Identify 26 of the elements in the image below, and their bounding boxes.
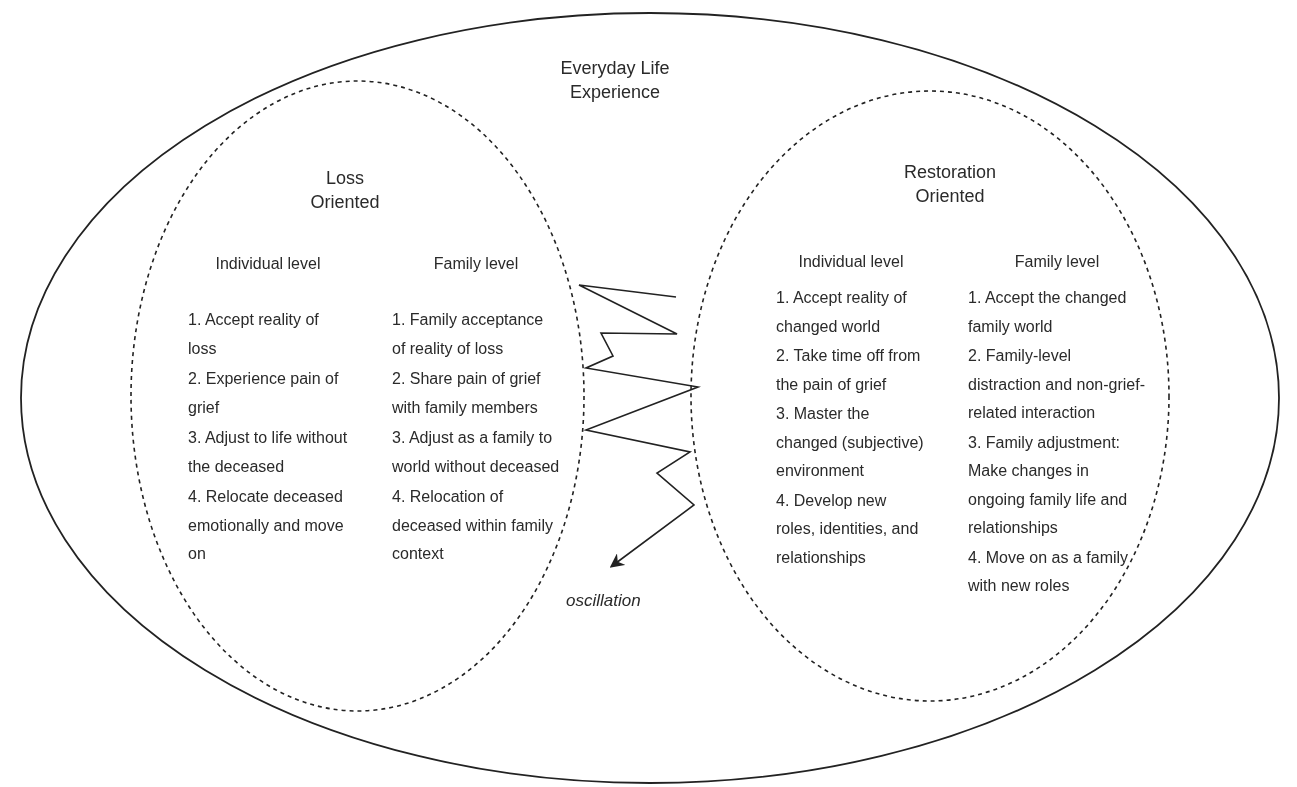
list-item: 4. Relocation of deceased within family context: [392, 487, 554, 564]
list-item: 3. Family adjustment: Make changes in ongoing family life and relationships: [968, 432, 1129, 538]
list-item: 4. Move on as a family with new roles: [968, 547, 1130, 596]
column-heading: Individual level: [214, 254, 322, 274]
list-item: 2. Share pain of grief with family members: [392, 369, 542, 418]
title-text: Everyday Life Experience: [559, 57, 671, 104]
dashed-circle-region: [690, 90, 1170, 702]
column-heading: Family level: [432, 254, 520, 274]
column-heading: Individual level: [797, 252, 905, 272]
list-item: 1. Accept reality of changed world: [776, 288, 908, 337]
column-heading: Family level: [1013, 252, 1101, 272]
list-item: 3. Adjust to life without the deceased: [188, 428, 348, 477]
list-item: 1. Family acceptance of reality of loss: [392, 310, 545, 359]
list-item: 3. Master the changed (subjective) environment: [776, 404, 925, 481]
region-heading: Loss Oriented: [309, 167, 381, 214]
list-item: 4. Relocate deceased emotionally and move on: [188, 487, 345, 564]
list-item: 2. Take time off from the pain of grief: [776, 346, 922, 395]
list-item: 1. Accept reality of loss: [188, 310, 320, 359]
list-item: 2. Experience pain of grief: [188, 369, 340, 418]
list-item: 3. Adjust as a family to world without deceased: [392, 428, 560, 477]
list-item: 1. Accept the changed family world: [968, 288, 1128, 337]
region-heading: Restoration Oriented: [902, 161, 998, 208]
list-item: 4. Develop new roles, identities, and relationships: [776, 490, 920, 568]
oval-region: [20, 12, 1280, 784]
oscillation-label: oscillation: [566, 590, 641, 612]
list-item: 2. Family-level distraction and non-grief-related interaction: [968, 346, 1146, 423]
